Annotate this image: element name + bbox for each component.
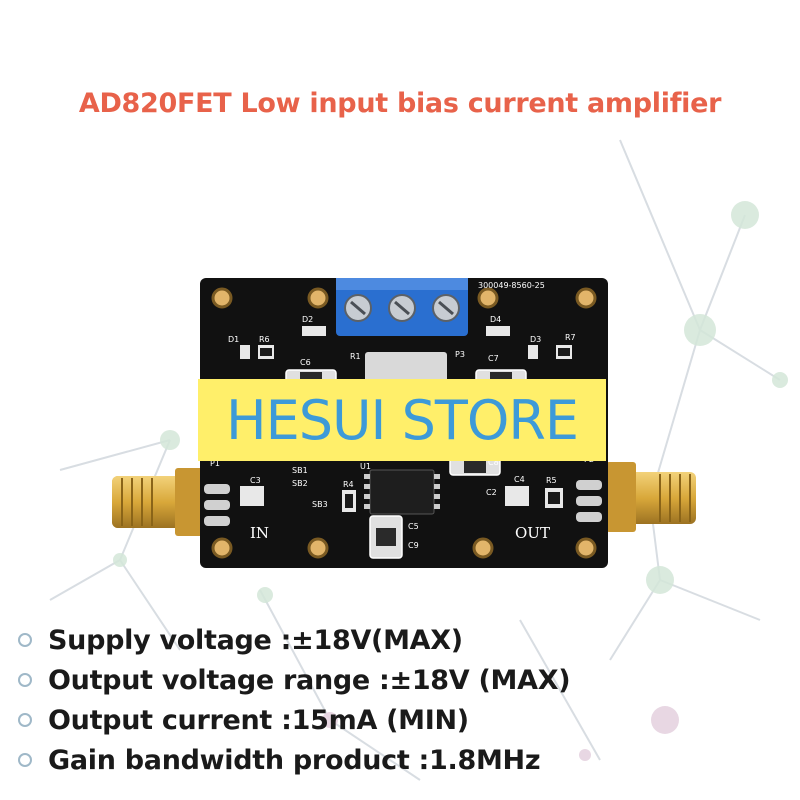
silk-sb2: SB2 <box>292 479 308 488</box>
store-watermark: HESUI STORE <box>198 379 606 461</box>
silk-r7: R7 <box>565 333 576 342</box>
bullet-circle-icon <box>18 713 32 727</box>
silk-p3: P3 <box>455 350 465 359</box>
ic-u1 <box>364 469 440 515</box>
silk-sb3: SB3 <box>312 500 328 509</box>
sma-connector-out <box>606 462 696 532</box>
silk-p1: P1 <box>210 459 220 468</box>
silk-sb1: SB1 <box>292 466 308 475</box>
feature-text: Supply voltage :±18V(MAX) <box>48 624 463 656</box>
sma-connector-in <box>112 468 207 536</box>
silk-r4: R4 <box>343 480 354 489</box>
silk-c3: C3 <box>250 476 261 485</box>
feature-item: Supply voltage :±18V(MAX) <box>18 620 778 660</box>
silk-r6: R6 <box>259 335 270 344</box>
silk-d3: D3 <box>530 335 542 344</box>
terminal-block <box>336 278 468 336</box>
board-part-number: 300049-8560-25 <box>478 281 545 290</box>
silk-c7: C7 <box>488 354 499 363</box>
feature-text: Gain bandwidth product :1.8MHz <box>48 744 541 776</box>
feature-text: Output voltage range :±18V (MAX) <box>48 664 571 696</box>
page-title: AD820FET Low input bias current amplifie… <box>78 88 722 119</box>
silk-r5: R5 <box>546 476 557 485</box>
silk-out-label: OUT <box>515 524 550 542</box>
feature-text: Output current :15mA (MIN) <box>48 704 469 736</box>
bullet-circle-icon <box>18 673 32 687</box>
feature-item: Output voltage range :±18V (MAX) <box>18 660 778 700</box>
feature-list: Supply voltage :±18V(MAX) Output voltage… <box>18 620 778 780</box>
silk-c5: C5 <box>408 522 419 531</box>
feature-item: Output current :15mA (MIN) <box>18 700 778 740</box>
feature-item: Gain bandwidth product :1.8MHz <box>18 740 778 780</box>
silk-d4: D4 <box>490 315 502 324</box>
bullet-circle-icon <box>18 633 32 647</box>
silk-c6: C6 <box>300 358 311 367</box>
silk-c8: C8 <box>488 458 499 467</box>
silk-c9: C9 <box>408 541 419 550</box>
silk-c2: C2 <box>486 488 497 497</box>
silk-in-label: IN <box>250 524 270 542</box>
silk-r1: R1 <box>350 352 361 361</box>
silk-c4: C4 <box>514 475 525 484</box>
silk-d2: D2 <box>302 315 314 324</box>
silk-u1: U1 <box>360 462 371 471</box>
silk-d1: D1 <box>228 335 240 344</box>
bullet-circle-icon <box>18 753 32 767</box>
